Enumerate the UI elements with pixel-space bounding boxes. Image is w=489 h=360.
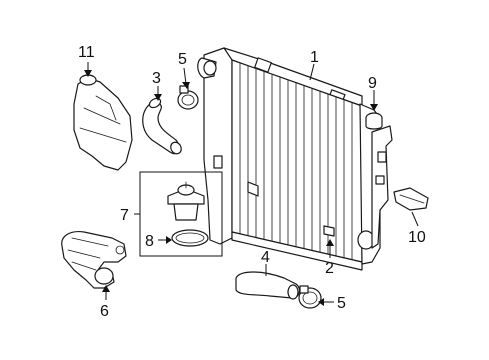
thermostat-gasket — [171, 229, 209, 247]
hose-clamp-upper — [177, 85, 199, 110]
lower-hose — [235, 271, 301, 300]
callout-2: 2 — [325, 260, 334, 277]
upper-hose — [142, 97, 182, 155]
callout-3: 3 — [152, 70, 161, 87]
callout-6: 6 — [100, 303, 109, 320]
callout-5-upper: 5 — [178, 51, 187, 68]
leader-lines — [84, 62, 419, 306]
callout-4: 4 — [261, 249, 270, 266]
air-deflector — [393, 187, 429, 211]
callout-10: 10 — [408, 229, 426, 246]
callout-5-lower: 5 — [337, 295, 346, 312]
callout-numbers: 11 5 3 1 9 7 8 10 2 4 5 6 — [78, 44, 426, 320]
thermostat — [167, 181, 205, 221]
callout-1: 1 — [310, 49, 319, 66]
callout-11: 11 — [78, 44, 95, 61]
radiator — [197, 47, 383, 271]
coolant-reservoir — [73, 74, 133, 171]
callout-8: 8 — [145, 233, 154, 250]
lower-hose-housing — [61, 231, 127, 289]
side-bracket — [371, 125, 393, 249]
callout-7: 7 — [120, 207, 129, 224]
core-fins — [239, 62, 353, 261]
callout-9: 9 — [368, 75, 377, 92]
hose-clamp-lower — [298, 285, 322, 309]
